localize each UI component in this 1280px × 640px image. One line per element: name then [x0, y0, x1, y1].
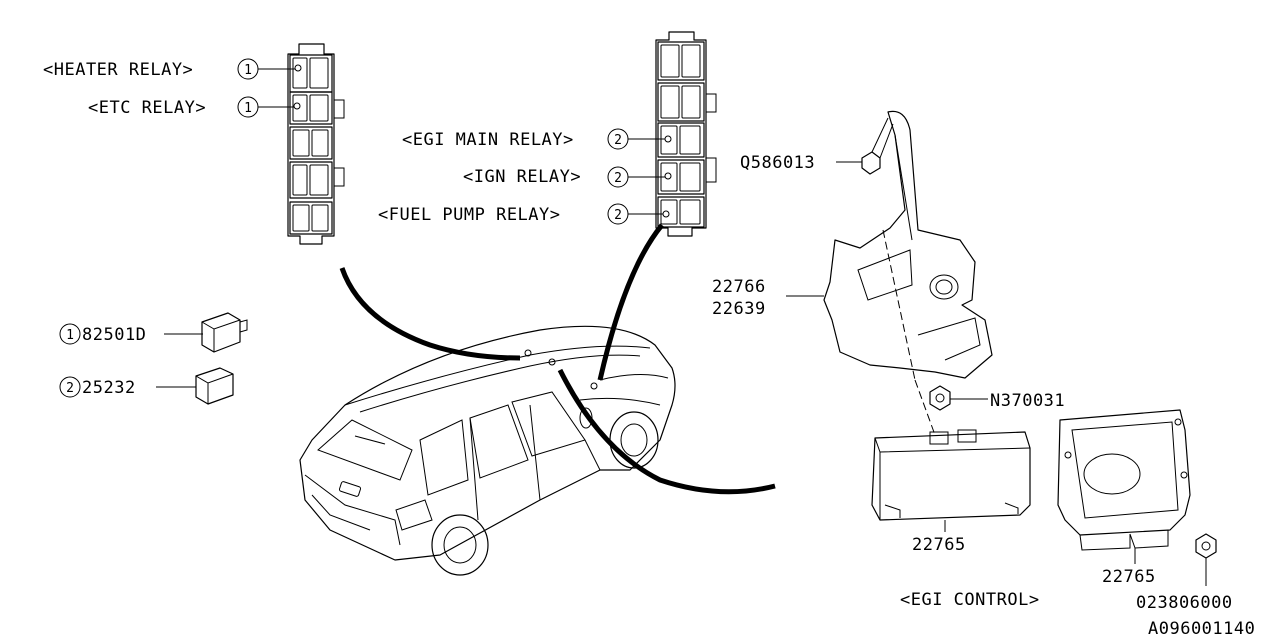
part-number-22639: 22639: [712, 299, 766, 319]
part-number-82501d: 82501D: [82, 325, 146, 345]
ign-relay-label: <IGN RELAY>: [463, 167, 581, 187]
part-number-22765-front: 22765: [912, 535, 966, 555]
callout-2: 2: [614, 171, 622, 186]
callout-2: 2: [66, 381, 74, 396]
bolt-q586013: Q586013: [740, 117, 894, 175]
vehicle-illustration: [299, 325, 676, 576]
bracket-part-numbers: 22766 22639: [712, 277, 824, 319]
part-number-n370031: N370031: [990, 391, 1065, 411]
egi-control-label: <EGI CONTROL>: [900, 590, 1040, 610]
center-relay-block: [655, 31, 717, 237]
ecu-module-rear: 22765: [1057, 409, 1191, 587]
callout-1: 1: [244, 101, 252, 116]
callout-2: 2: [614, 133, 622, 148]
nut-023806000: 023806000: [1136, 533, 1233, 613]
fuel-pump-relay-callout: <FUEL PUMP RELAY> 2: [378, 203, 663, 225]
ecu-bracket: [823, 110, 993, 436]
part-number-023806000: 023806000: [1136, 593, 1233, 613]
ecu-module-front: 22765 <EGI CONTROL>: [871, 429, 1040, 610]
fuel-pump-relay-label: <FUEL PUMP RELAY>: [378, 205, 561, 225]
etc-relay-callout: <ETC RELAY> 1: [88, 96, 294, 118]
diagram-id: A096001140: [1148, 619, 1255, 639]
relay-25232: 2 25232: [59, 367, 234, 405]
pointer-curve-left-block: [339, 267, 521, 361]
callout-1: 1: [244, 63, 252, 78]
ign-relay-callout: <IGN RELAY> 2: [463, 166, 665, 188]
part-number-q586013: Q586013: [740, 153, 815, 173]
egi-main-relay-label: <EGI MAIN RELAY>: [402, 130, 574, 150]
callout-1: 1: [66, 328, 74, 343]
egi-main-relay-callout: <EGI MAIN RELAY> 2: [402, 128, 665, 150]
pointer-curve-ecu: [557, 368, 776, 495]
part-number-22766: 22766: [712, 277, 766, 297]
heater-relay-label: <HEATER RELAY>: [43, 60, 193, 80]
part-number-25232: 25232: [82, 378, 136, 398]
part-number-22765-rear: 22765: [1102, 567, 1156, 587]
nut-n370031: N370031: [929, 385, 1065, 411]
callout-2: 2: [614, 208, 622, 223]
heater-relay-callout: <HEATER RELAY> 1: [43, 58, 295, 80]
pointer-curve-center-block: [597, 223, 664, 381]
etc-relay-label: <ETC RELAY>: [88, 98, 206, 118]
left-relay-block: [287, 43, 345, 245]
relay-82501d: 1 82501D: [59, 312, 248, 353]
